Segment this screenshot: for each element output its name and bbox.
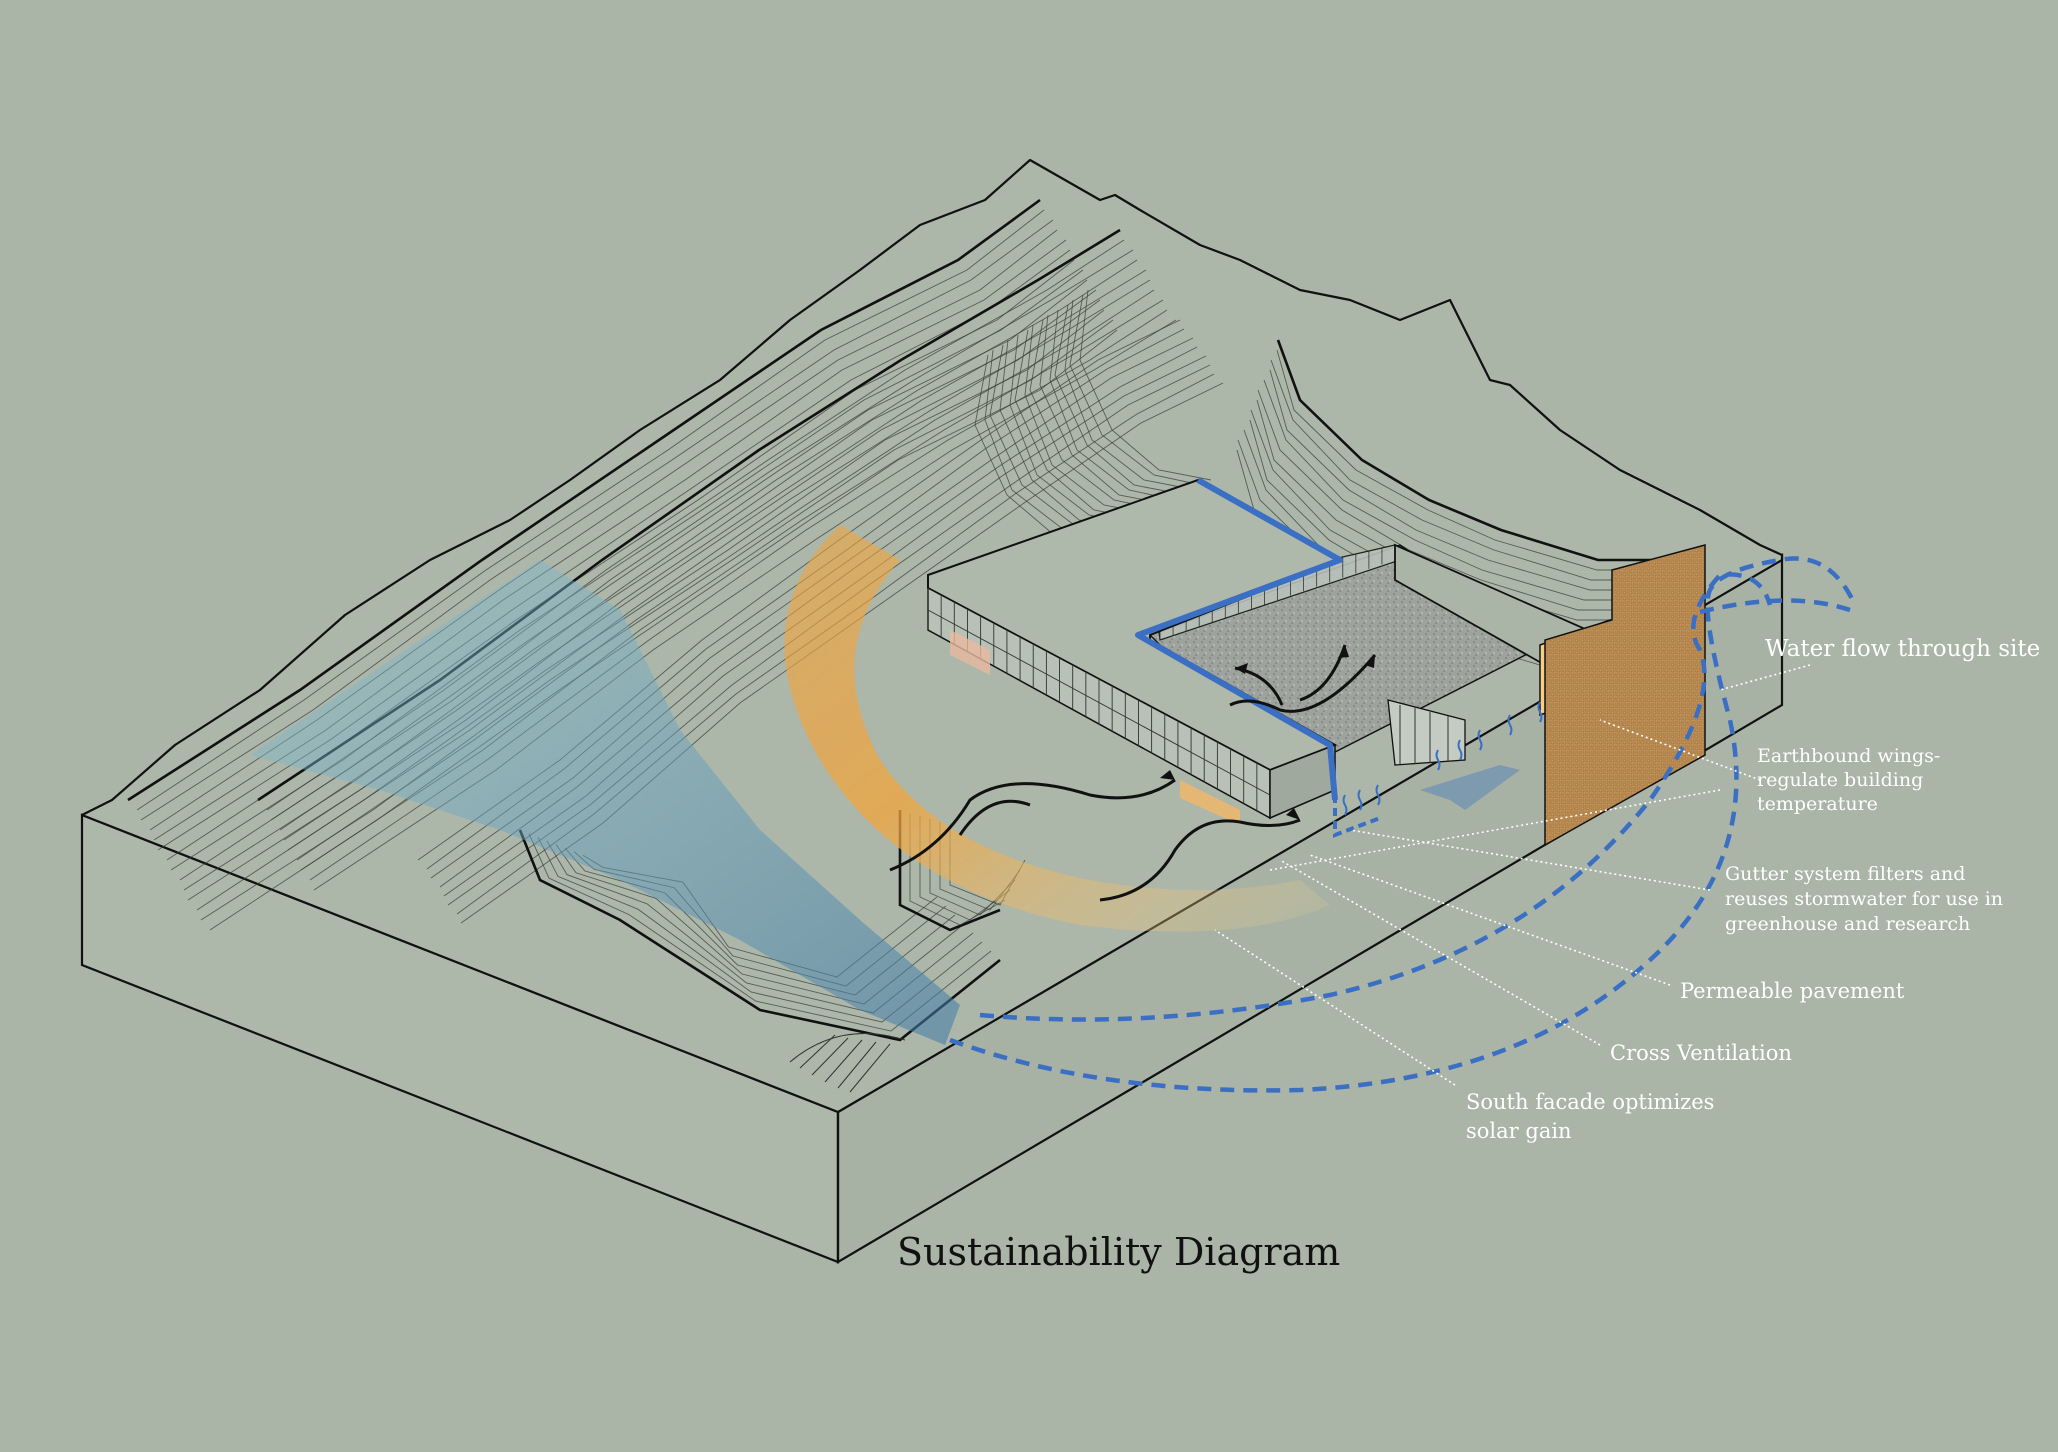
- label-water-flow: Water flow through site: [1765, 636, 2040, 662]
- contour-line: [1270, 359, 1693, 581]
- annotation-labels: Water flow through site Earthbound wings…: [1466, 636, 2040, 1143]
- terrain-surface: [80, 158, 1784, 1114]
- label-cross-ventilation: Cross Ventilation: [1610, 1041, 1792, 1065]
- contour-line: [1276, 349, 1694, 571]
- facade-transom: [927, 609, 1271, 796]
- contour-line: [1257, 389, 1680, 611]
- label-earthbound-3: temperature: [1757, 793, 1878, 815]
- contour-line: [1269, 369, 1687, 591]
- earthbound-section-cut: [1544, 544, 1706, 847]
- label-gutter-2: reuses stormwater for use in: [1725, 888, 2003, 910]
- amphitheater-fan: [789, 1033, 906, 1093]
- contour-line: [127, 198, 1041, 802]
- diagram-title: Sustainability Diagram: [897, 1230, 1340, 1274]
- gutter-system: [1135, 477, 1343, 801]
- label-earthbound-2: regulate building: [1757, 769, 1923, 791]
- contour-line: [136, 209, 1045, 811]
- solar-gain-arc: [784, 525, 1330, 932]
- contour-line: [1054, 304, 1187, 496]
- contour-line: [1039, 314, 1172, 506]
- contour-line: [140, 219, 1054, 821]
- label-gutter-1: Gutter system filters and: [1725, 863, 1965, 885]
- contour-line: [1069, 294, 1202, 486]
- contour-line: [898, 810, 1001, 932]
- contour-line: [200, 319, 1114, 921]
- stormwater-runoff-shading: [250, 560, 960, 1045]
- contour-line: [1049, 309, 1177, 501]
- label-earthbound-1: Earthbound wings-: [1757, 745, 1940, 767]
- label-permeable-pavement: Permeable pavement: [1680, 979, 1905, 1003]
- cross-ventilation-arrows: [889, 644, 1377, 902]
- leader-lines: [1214, 664, 1811, 1086]
- greenhouse: [1387, 699, 1466, 766]
- building: [927, 477, 1611, 838]
- label-gutter-3: greenhouse and research: [1725, 913, 1970, 935]
- contour-line: [1263, 379, 1686, 601]
- contour-line: [1079, 289, 1212, 481]
- contour-line: [1064, 299, 1197, 491]
- water-flow-path: [949, 556, 1858, 1093]
- label-south-facade-1: South facade optimizes: [1466, 1090, 1714, 1114]
- contour-line: [1276, 339, 1700, 562]
- label-south-facade-2: solar gain: [1466, 1119, 1572, 1143]
